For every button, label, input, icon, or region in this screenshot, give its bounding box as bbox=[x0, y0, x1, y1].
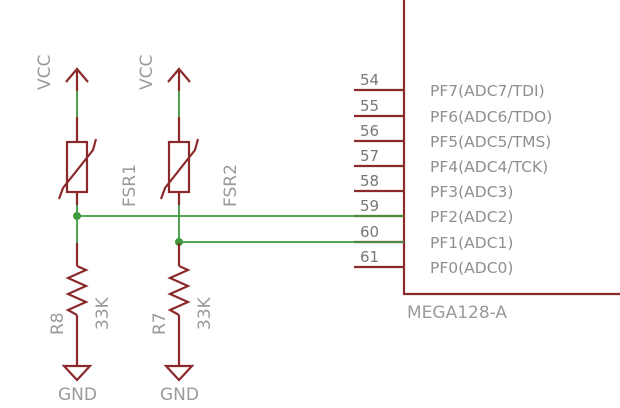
fsr2-variable-slash-icon bbox=[159, 138, 200, 200]
gnd-label-right: GND bbox=[160, 385, 199, 405]
pin-59: 59 PF2(ADC2) bbox=[354, 197, 513, 226]
fsr1-body bbox=[65, 140, 89, 194]
right-branch: VCC FSR2 R7 33K GND bbox=[137, 55, 241, 405]
chip-outline bbox=[402, 0, 620, 296]
pin-61-name: PF0(ADC0) bbox=[430, 259, 513, 277]
pin-57: 57 PF4(ADC4/TCK) bbox=[354, 147, 548, 176]
pin-59-name: PF2(ADC2) bbox=[430, 208, 513, 226]
pin-list: 54 PF7(ADC7/TDI) 55 PF6(ADC6/TDO) 56 PF5… bbox=[354, 71, 552, 277]
r7-resistor-zigzag-icon bbox=[167, 264, 191, 316]
mega128-chip: MEGA128-A bbox=[402, 0, 620, 323]
pin-57-name: PF4(ADC4/TCK) bbox=[430, 158, 548, 176]
r8-resistor-zigzag-icon bbox=[65, 264, 89, 316]
pin-60-name: PF1(ADC1) bbox=[430, 234, 513, 252]
pin-54-name: PF7(ADC7/TDI) bbox=[430, 82, 545, 100]
vcc-label-left: VCC bbox=[35, 55, 55, 90]
gnd-symbol-right-icon bbox=[163, 364, 195, 382]
left-branch: VCC FSR1 R8 33K GND bbox=[35, 55, 140, 405]
pin-58-number: 58 bbox=[360, 172, 379, 190]
gnd-symbol-left-icon bbox=[61, 364, 93, 382]
pin-54: 54 PF7(ADC7/TDI) bbox=[354, 71, 545, 100]
pin-61-number: 61 bbox=[360, 248, 379, 266]
pin-55-name: PF6(ADC6/TDO) bbox=[430, 108, 552, 126]
r7-value: 33K bbox=[195, 296, 215, 330]
gnd-label-left: GND bbox=[58, 385, 97, 405]
fsr2-label: FSR2 bbox=[221, 164, 241, 207]
pin-56-number: 56 bbox=[360, 122, 379, 140]
pin-57-number: 57 bbox=[360, 147, 379, 165]
r7-label: R7 bbox=[150, 312, 170, 335]
r8-label: R8 bbox=[48, 312, 68, 335]
pin-59-number: 59 bbox=[360, 197, 379, 215]
fsr1-variable-slash-icon bbox=[57, 138, 98, 200]
fsr1-label: FSR1 bbox=[120, 164, 140, 207]
pin-56: 56 PF5(ADC5/TMS) bbox=[354, 122, 551, 151]
fsr2-body bbox=[167, 140, 191, 194]
pin-58: 58 PF3(ADC3) bbox=[354, 172, 513, 201]
pin-55-number: 55 bbox=[360, 97, 379, 115]
pin-56-name: PF5(ADC5/TMS) bbox=[430, 133, 551, 151]
pin-55: 55 PF6(ADC6/TDO) bbox=[354, 97, 552, 126]
pin-58-name: PF3(ADC3) bbox=[430, 183, 513, 201]
pin-61: 61 PF0(ADC0) bbox=[354, 248, 513, 277]
chip-name: MEGA128-A bbox=[407, 303, 507, 323]
pin-54-number: 54 bbox=[360, 71, 379, 89]
vcc-label-right: VCC bbox=[137, 55, 157, 90]
pin-60-number: 60 bbox=[360, 223, 379, 241]
r8-value: 33K bbox=[93, 296, 113, 330]
